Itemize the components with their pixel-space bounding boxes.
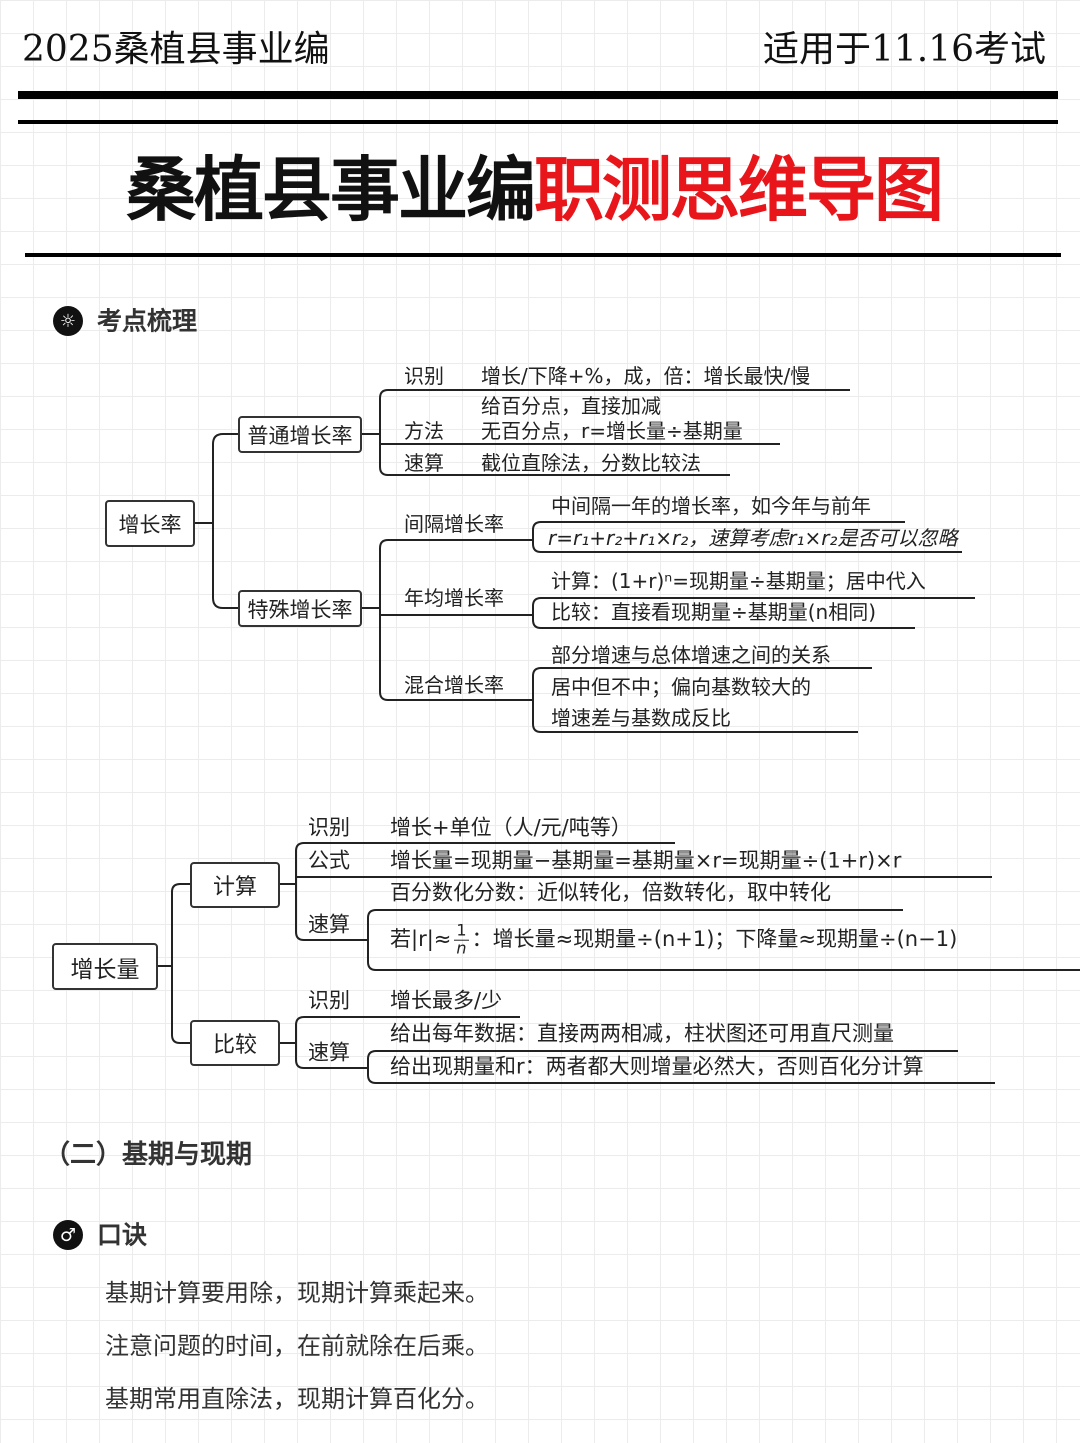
formula-prefix: 若|r|≈ xyxy=(390,927,452,951)
mnemonic-line-2: 注意问题的时间，在前就除在后乘。 xyxy=(105,1332,489,1360)
page-title: 桑植县事业编职测思维导图 xyxy=(126,155,944,225)
label-formula: 公式 xyxy=(308,848,350,873)
label-identify: 识别 xyxy=(404,364,444,388)
header-divider-thin xyxy=(18,120,1058,124)
text-annual-2: 比较：直接看现期量÷基期量(n相同) xyxy=(551,600,877,624)
mnemonic-line-1: 基期计算要用除，现期计算乘起来。 xyxy=(105,1279,489,1307)
title-black: 桑植县事业编 xyxy=(126,149,536,231)
label-quick-calc-2: 速算 xyxy=(308,912,350,937)
fraction-numerator: 1 xyxy=(454,920,469,941)
text-quick-calc: 截位直除法，分数比较法 xyxy=(481,451,701,475)
text-mixed-2: 居中但不中；偏向基数较大的 xyxy=(551,675,811,699)
node-special-growth-rate: 特殊增长率 xyxy=(238,590,362,627)
text-interval-2: r=r₁+r₂+r₁×r₂，速算考虑r₁×r₂是否可以忽略 xyxy=(548,526,958,550)
node-normal-growth-rate: 普通增长率 xyxy=(238,416,362,453)
text-identify: 增长/下降+%，成，倍：增长最快/慢 xyxy=(481,364,811,388)
label-annual-rate: 年均增长率 xyxy=(404,586,504,610)
label-quick-calc: 速算 xyxy=(404,451,444,475)
mnemonic-line-3: 基期常用直除法，现期计算百化分。 xyxy=(105,1385,489,1413)
section-title-base-current: （二）基期与现期 xyxy=(44,1140,253,1170)
fraction-denominator: n xyxy=(456,938,467,958)
text-compare-1: 给出每年数据：直接两两相减，柱状图还可用直尺测量 xyxy=(390,1021,894,1046)
label-method: 方法 xyxy=(404,419,444,443)
text-identify-2: 增长+单位（人/元/吨等） xyxy=(390,815,632,840)
text-mixed-1: 部分增速与总体增速之间的关系 xyxy=(551,643,831,667)
text-annual-1: 计算：(1+r)ⁿ=现期量÷基期量；居中代入 xyxy=(551,569,926,593)
header-right: 适用于11.16考试 xyxy=(762,29,1046,70)
section-title-kaodian: 考点梳理 xyxy=(97,306,198,336)
label-identify-2: 识别 xyxy=(308,815,350,840)
title-divider xyxy=(25,253,1061,257)
text-compare-2: 给出现期量和r：两者都大则增量必然大，否则百化分计算 xyxy=(390,1054,924,1079)
label-identify-3: 识别 xyxy=(308,988,350,1013)
text-method-2: 无百分点，r=增长量÷基期量 xyxy=(481,419,743,443)
label-mixed-rate: 混合增长率 xyxy=(404,673,504,697)
text-formula: 增长量=现期量−基期量=基期量×r=现期量÷(1+r)×r xyxy=(390,848,902,873)
title-red: 职测思维导图 xyxy=(534,149,944,231)
text-interval-1: 中间隔一年的增长率，如今年与前年 xyxy=(551,494,871,518)
text-percent-fraction: 百分数化分数：近似转化，倍数转化，取中转化 xyxy=(390,880,831,905)
node-growth-amount: 增长量 xyxy=(52,943,158,990)
text-method-1: 给百分点，直接加减 xyxy=(481,394,661,418)
header-left: 2025桑植县事业编 xyxy=(22,29,330,70)
section-title-mnemonic: 口诀 xyxy=(97,1220,148,1250)
node-growth-rate: 增长率 xyxy=(105,500,195,547)
node-compare: 比较 xyxy=(190,1020,280,1066)
text-mixed-3: 增速差与基数成反比 xyxy=(551,706,731,730)
sun-icon: ☼ xyxy=(53,306,83,336)
node-calc: 计算 xyxy=(190,862,280,908)
gender-male-icon: ♂ xyxy=(53,1220,83,1250)
text-identify-3: 增长最多/少 xyxy=(390,988,503,1013)
label-interval-rate: 间隔增长率 xyxy=(404,512,504,536)
header-divider-thick xyxy=(18,91,1058,99)
label-quick-calc-3: 速算 xyxy=(308,1040,350,1065)
formula-suffix: ：增长量≈现期量÷(n+1)；下降量≈现期量÷(n−1) xyxy=(471,927,958,951)
